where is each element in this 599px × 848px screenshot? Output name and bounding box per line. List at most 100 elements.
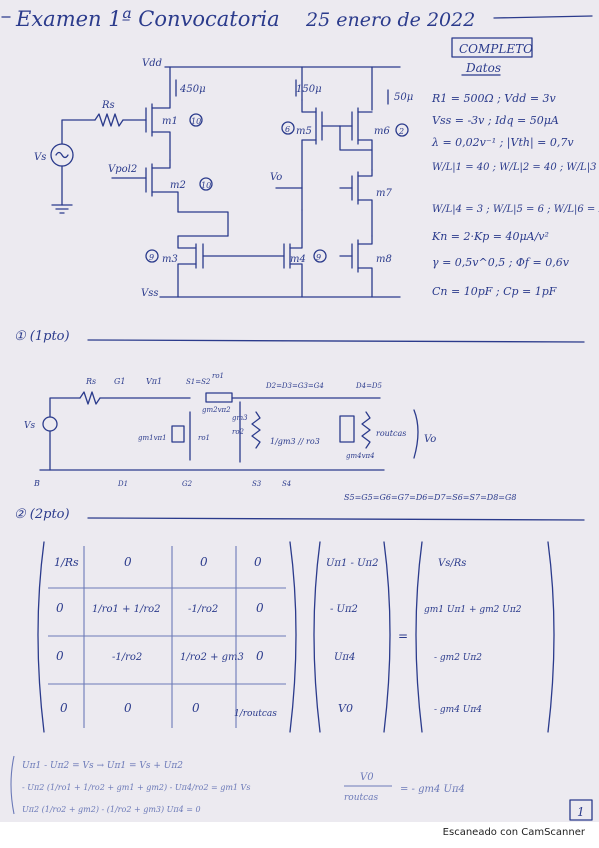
m5-label: m5 <box>296 126 312 137</box>
matrix-cell: 0 <box>256 649 264 663</box>
m7-drain <box>357 199 373 237</box>
vo-fraction-num: V0 <box>360 772 374 783</box>
ss-bottom-s3: S3 <box>252 480 262 488</box>
m4-drain <box>289 209 303 249</box>
datos-line-7: γ = 0,5v^0,5 ; Φf = 0,6v <box>432 256 570 269</box>
i2-label: 150μ <box>296 84 322 95</box>
m4-region-badge <box>313 249 327 263</box>
page-artwork: Examen 1ª Convocatoria 25 enero de 2022 … <box>1 7 599 821</box>
matrix-cell: 0 <box>192 701 200 715</box>
vo-fraction-rhs: = - gm4 Uπ4 <box>400 784 465 795</box>
vector-left-bracket <box>313 541 321 733</box>
equation-line-2: - Uπ2 (1/ro1 + 1/ro2 + gm1 + gm2) - Uπ4/… <box>22 783 250 792</box>
m4-label: m4 <box>290 254 306 265</box>
exam-title: Examen 1ª Convocatoria <box>15 7 280 31</box>
m1-drain <box>151 66 171 109</box>
vs-wire-top <box>61 119 96 145</box>
admittance-matrix: 1/Rs 0 0 0 0 1/ro1 + 1/ro2 -1/ro2 0 0 -1… <box>54 555 277 719</box>
m7-label: m7 <box>376 188 392 199</box>
datos-line-8: Cn = 10pF ; Cp = 1pF <box>432 285 557 298</box>
ss-node-s1: S1=S2 <box>186 378 211 386</box>
small-signal-circuit: Vs Rs G1 Vπ1 S1=S2 ro1 gm2vπ2 D2=D3=G3=G… <box>24 372 516 502</box>
stamp-box <box>451 37 533 58</box>
m3-region: 9 <box>149 253 154 262</box>
datos-heading: Datos <box>465 61 501 75</box>
matrix-cell: 0 <box>60 701 68 715</box>
matrix-cell: 0 <box>256 601 264 615</box>
vpol-label: Vpol2 <box>108 164 137 175</box>
ss-bottom-d1: D1 <box>117 480 128 488</box>
scanner-watermark: Escaneado con CamScanner <box>442 827 585 838</box>
section2-rule <box>87 517 585 521</box>
ss-rs-label: Rs <box>85 377 96 386</box>
m2-source <box>151 191 179 213</box>
transistor-circuit: Vdd Vss Vs Rs m1 10 450μ Vpol2 m2 10 <box>34 58 413 299</box>
matrix-right-bracket <box>289 541 297 733</box>
rhs-vector: Vs/Rs gm1 Uπ1 + gm2 Uπ2 - gm2 Uπ2 - gm4 … <box>424 558 522 715</box>
exam-date: 25 enero de 2022 <box>305 9 475 31</box>
ss-vs-label: Vs <box>24 421 35 431</box>
matrix-cell: 1/routcas <box>234 709 277 719</box>
m3-region-badge <box>145 249 159 263</box>
ss-node-d2: D2=D3=G3=G4 <box>265 382 324 390</box>
m6-region: 2 <box>398 127 404 136</box>
matrix-cell: -1/ro2 <box>112 652 142 663</box>
vo-fraction-den: routcas <box>344 793 379 803</box>
matrix-equals: = <box>398 629 408 643</box>
m1-source <box>151 131 171 161</box>
rs-label: Rs <box>101 100 115 111</box>
scan-footer: Escaneado con CamScanner <box>0 822 599 848</box>
m4-region: 9 <box>316 253 321 262</box>
ss-gm4-source-icon <box>339 415 355 443</box>
m3-label: m3 <box>162 254 178 265</box>
datos-line-5: W/L|4 = 3 ; W/L|5 = 6 ; W/L|6 = 2 <box>432 204 599 215</box>
ss-inv-gm3: 1/gm3 // ro3 <box>270 437 320 446</box>
ss-g1-label: G1 <box>114 377 125 386</box>
m2-label: m2 <box>170 180 186 191</box>
ss-routcas-label: routcas <box>376 429 406 438</box>
matrix-cell: 1/ro1 + 1/ro2 <box>92 604 161 615</box>
unknowns-vector: Uπ1 - Uπ2 - Uπ2 Uπ4 V0 <box>326 558 378 715</box>
vs-sine-icon <box>55 151 69 159</box>
section1-label: ① (1pto) <box>14 329 70 344</box>
equation-brace <box>10 755 15 815</box>
m6-region-badge <box>395 123 409 137</box>
matrix-cell: 0 <box>200 555 208 569</box>
matrix-cell: 0 <box>56 601 64 615</box>
ss-rs-icon <box>79 391 101 405</box>
rhs-cell: gm1 Uπ1 + gm2 Uπ2 <box>424 605 522 615</box>
page-number-box <box>569 799 593 821</box>
matrix-cell: -1/ro2 <box>188 604 218 615</box>
m6-label: m6 <box>374 126 390 137</box>
vs-label: Vs <box>34 152 46 163</box>
m3-source <box>177 263 197 298</box>
rhs-cell: - gm4 Uπ4 <box>434 705 482 715</box>
rhs-cell: - gm2 Uπ2 <box>434 653 482 663</box>
m6-diode-wire <box>339 125 373 151</box>
ss-gm1-source-icon <box>171 425 185 443</box>
ss-ro2-resistor-icon <box>251 411 261 449</box>
i3-label: 50μ <box>394 92 413 103</box>
ss-r-top: ro1 <box>212 372 224 380</box>
vector-right-bracket <box>383 541 391 733</box>
equation-line-1: Uπ1 - Uπ2 = Vs → Uπ1 = Vs + Uπ2 <box>22 761 183 771</box>
ss-gm4-label: gm4vπ4 <box>346 452 375 460</box>
m4-source <box>289 263 303 298</box>
datos-line-4: W/L|1 = 40 ; W/L|2 = 40 ; W/L|3 = 9 <box>432 162 599 173</box>
m2-region-badge <box>199 177 213 191</box>
m1-region-badge <box>189 113 203 127</box>
ss-ro1-resistor-icon <box>205 392 233 403</box>
section1-rule <box>87 339 585 343</box>
ss-bottom-g2: G2 <box>182 480 193 488</box>
section2-label: ② (2pto) <box>14 507 70 522</box>
matrix-cell: 0 <box>56 649 64 663</box>
ss-gm1-label: gm1vπ1 <box>138 434 167 442</box>
i1-label: 450μ <box>179 84 206 95</box>
vo-label: Vo <box>270 172 282 183</box>
header-rule-right <box>493 15 593 19</box>
vector-cell: V0 <box>338 702 353 715</box>
page-number: 1 <box>577 805 585 819</box>
ss-bottom-s4: S4 <box>282 480 291 488</box>
m2-region: 10 <box>201 181 211 190</box>
